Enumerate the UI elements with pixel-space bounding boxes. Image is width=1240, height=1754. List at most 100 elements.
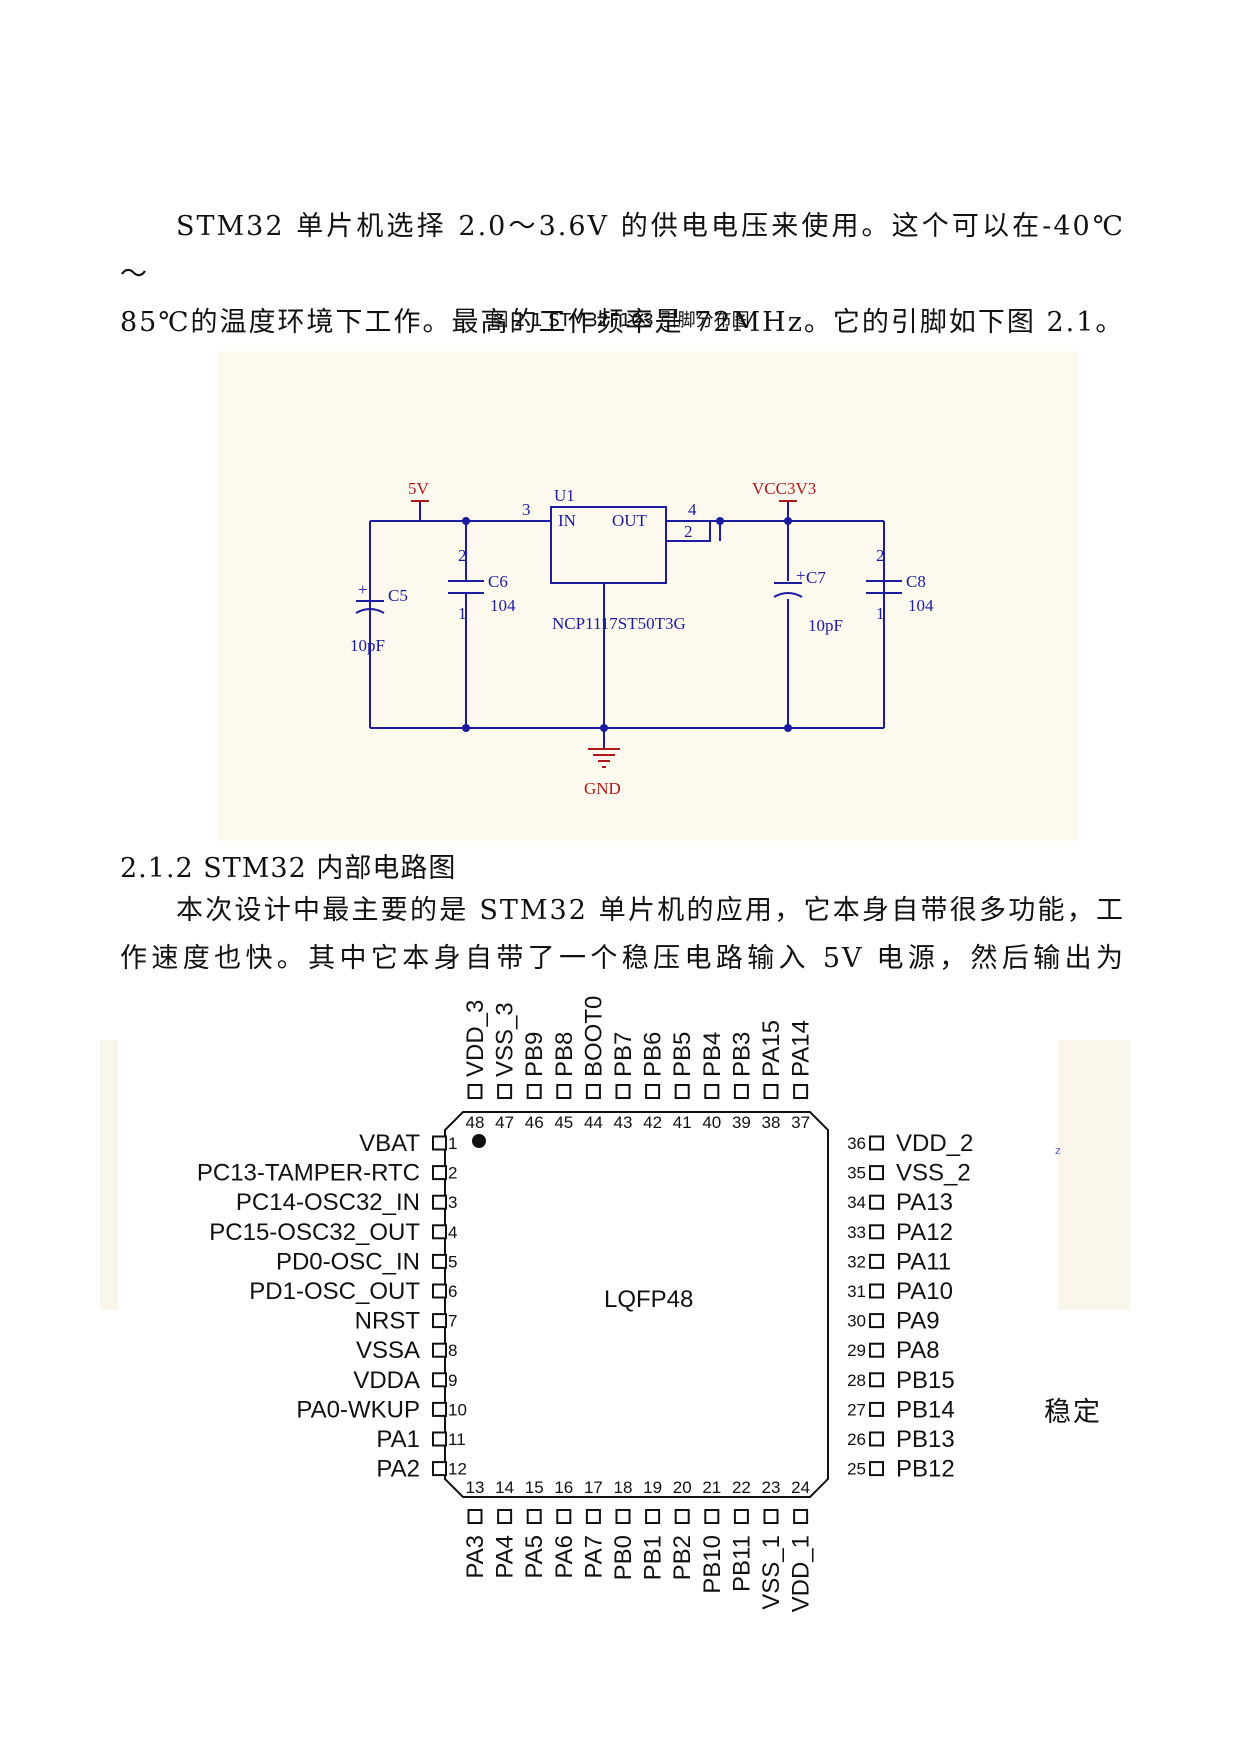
pin-name: PA7 (580, 1535, 607, 1579)
pin-pad (467, 1509, 483, 1524)
net-gnd-label: GND (584, 779, 621, 798)
pin-pad (615, 1509, 631, 1524)
pin-pad (869, 1431, 884, 1447)
pin-pad (432, 1313, 447, 1329)
pin-number: 3 (448, 1193, 457, 1212)
pin-name: PA0-WKUP (296, 1396, 420, 1423)
pin-pad (733, 1084, 749, 1099)
pin-pad (869, 1253, 884, 1269)
pin-pad (556, 1509, 572, 1524)
c7-ref: C7 (806, 568, 826, 587)
pin-number: 32 (847, 1252, 866, 1271)
pin-pad (793, 1509, 809, 1524)
u1-pin2: 2 (684, 522, 693, 541)
pin-number: 47 (495, 1113, 514, 1132)
package-outline (444, 1111, 829, 1498)
pin-name: VSS_2 (896, 1160, 971, 1187)
pin-name: VSS_1 (758, 1535, 785, 1610)
pin-pad (585, 1084, 601, 1099)
pin-name: PA4 (492, 1535, 519, 1579)
pin-pad (497, 1509, 513, 1524)
pin-pad (793, 1084, 809, 1099)
c8-value: 104 (908, 596, 934, 615)
pin-number: 30 (847, 1312, 866, 1331)
u1-part-number: NCP1117ST50T3G (552, 614, 686, 633)
pin-pad (869, 1194, 884, 1210)
pin-name: PB4 (699, 1032, 726, 1077)
pin-number: 16 (554, 1478, 573, 1497)
pin-pad (733, 1509, 749, 1524)
pin-number: 36 (847, 1134, 866, 1153)
pin-number: 41 (673, 1113, 692, 1132)
junction-dots (462, 517, 792, 732)
pin-number: 5 (448, 1252, 457, 1271)
pin-pad (432, 1431, 447, 1447)
pin-number: 33 (847, 1223, 866, 1242)
c5-ref: C5 (388, 586, 408, 605)
pin-name: PA9 (896, 1308, 940, 1335)
lqfp48-pinout-diagram: LQFP48 1VBAT2PC13-TAMPER-RTC3PC14-OSC32_… (197, 996, 974, 1613)
pin-name: PA6 (551, 1535, 578, 1579)
pin-pad (556, 1084, 572, 1099)
c8-pin2: 2 (876, 546, 885, 565)
pin-name: VBAT (359, 1130, 420, 1157)
body-line-1: 本次设计中最主要的是 STM32 单片机的应用，它本身自带很多功能，工 (176, 895, 1125, 926)
pin-pad (763, 1509, 779, 1524)
c8-ref: C8 (906, 572, 926, 591)
c5-value: 10pF (350, 636, 385, 655)
pin-number: 26 (847, 1430, 866, 1449)
pin-number: 2 (448, 1164, 457, 1183)
pin-name: PB14 (896, 1396, 955, 1423)
pin-number: 48 (466, 1113, 485, 1132)
u1-pin4: 4 (688, 500, 697, 519)
pin-number: 10 (448, 1400, 467, 1419)
pin-name: PB1 (640, 1535, 667, 1580)
pin-name: BOOT0 (580, 996, 607, 1077)
pin-name: PD0-OSC_IN (276, 1248, 420, 1275)
pin-pad (869, 1461, 884, 1477)
pin-name: PA5 (521, 1535, 548, 1579)
pin-name: PA12 (896, 1219, 953, 1246)
pin-pad (674, 1084, 690, 1099)
pin-pad (869, 1224, 884, 1240)
pin-name: PA1 (376, 1426, 420, 1453)
package-name: LQFP48 (604, 1286, 693, 1313)
pin-number: 38 (762, 1113, 781, 1132)
c6-pin1: 1 (458, 604, 467, 623)
schematic-background (218, 351, 1078, 841)
pin-number: 34 (847, 1193, 866, 1212)
pin-name: PC14-OSC32_IN (236, 1189, 420, 1216)
pin-name: VSSA (356, 1337, 420, 1364)
intro-line-1: STM32 单片机选择 2.0～3.6V 的供电电压来使用。这个可以在-40℃～ (120, 211, 1125, 290)
pin-number: 8 (448, 1341, 457, 1360)
pin-number: 18 (614, 1478, 633, 1497)
intro-line-2: 85℃的温度环境下工作。最高的工作频率是 72MHz。它的引脚如下图 2.1。 (120, 307, 1125, 338)
pin-number: 21 (702, 1478, 721, 1497)
pin-pad (763, 1084, 779, 1099)
c7-value: 10pF (808, 616, 843, 635)
pin-name: PB8 (551, 1032, 578, 1077)
pin-number: 35 (847, 1164, 866, 1183)
pin-name: PB0 (610, 1535, 637, 1580)
pin-name: PA13 (896, 1189, 953, 1216)
pin-number: 37 (791, 1113, 810, 1132)
regulator-schematic: 5V VCC3V3 GND U1 IN OUT 3 4 2 NCP1117ST5… (350, 479, 934, 798)
pin-number: 25 (847, 1460, 866, 1479)
pin-name: PB7 (610, 1032, 637, 1077)
pin-pad (432, 1372, 447, 1388)
pin-name: PA11 (896, 1248, 951, 1275)
pin-number: 9 (448, 1371, 457, 1390)
body-paragraph: 本次设计中最主要的是 STM32 单片机的应用，它本身自带很多功能，工 作速度也… (120, 887, 1125, 983)
pin-number: 7 (448, 1312, 457, 1331)
pin-number: 40 (702, 1113, 721, 1132)
pin-pad (704, 1084, 720, 1099)
pin-number: 29 (847, 1341, 866, 1360)
pin-pad (432, 1342, 447, 1358)
pin-pad (869, 1342, 884, 1358)
c6-ref: C6 (488, 572, 508, 591)
pin-pad (869, 1135, 884, 1151)
intro-paragraph: STM32 单片机选择 2.0～3.6V 的供电电压来使用。这个可以在-40℃～… (120, 203, 1125, 347)
pin-number: 6 (448, 1282, 457, 1301)
pin-name: PA14 (788, 1020, 815, 1077)
pin-number: 22 (732, 1478, 751, 1497)
